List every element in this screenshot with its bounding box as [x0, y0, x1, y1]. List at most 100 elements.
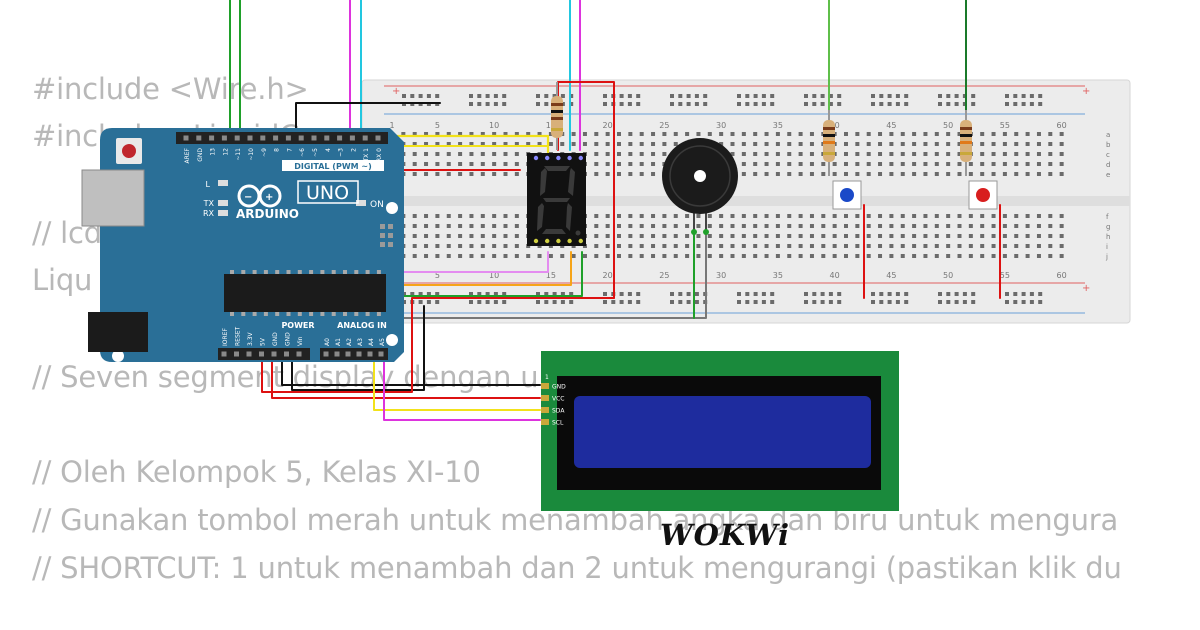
breadboard-hole[interactable]: [866, 214, 871, 218]
breadboard-hole[interactable]: [741, 254, 746, 258]
breadboard-hole[interactable]: [662, 132, 667, 136]
breadboard-hole[interactable]: [968, 254, 973, 258]
breadboard-hole[interactable]: [980, 172, 985, 176]
breadboard-hole[interactable]: [889, 162, 894, 166]
segment-pin[interactable]: [578, 155, 583, 161]
rail-hole[interactable]: [946, 102, 951, 106]
breadboard-hole[interactable]: [809, 152, 814, 156]
breadboard-hole[interactable]: [594, 152, 599, 156]
breadboard-hole[interactable]: [957, 172, 962, 176]
resistor-red-button[interactable]: [960, 110, 972, 176]
breadboard-hole[interactable]: [458, 254, 463, 258]
breadboard-hole[interactable]: [571, 254, 576, 258]
rail-hole[interactable]: [962, 292, 967, 296]
header-pin[interactable]: [247, 135, 253, 141]
breadboard-hole[interactable]: [651, 152, 656, 156]
breadboard-hole[interactable]: [594, 142, 599, 146]
breadboard-hole[interactable]: [821, 254, 826, 258]
breadboard-hole[interactable]: [424, 152, 429, 156]
breadboard-hole[interactable]: [594, 132, 599, 136]
breadboard-hole[interactable]: [412, 152, 417, 156]
breadboard-hole[interactable]: [480, 244, 485, 248]
breadboard-hole[interactable]: [798, 244, 803, 248]
breadboard-hole[interactable]: [753, 142, 758, 146]
rail-hole[interactable]: [493, 102, 498, 106]
breadboard-hole[interactable]: [866, 142, 871, 146]
breadboard-hole[interactable]: [775, 234, 780, 238]
breadboard-hole[interactable]: [787, 172, 792, 176]
breadboard-hole[interactable]: [934, 172, 939, 176]
seven-segment-display[interactable]: [527, 153, 586, 246]
breadboard-hole[interactable]: [855, 254, 860, 258]
rail-hole[interactable]: [962, 102, 967, 106]
breadboard-hole[interactable]: [673, 142, 678, 146]
breadboard-hole[interactable]: [651, 142, 656, 146]
breadboard-hole[interactable]: [605, 254, 610, 258]
rail-hole[interactable]: [753, 300, 758, 304]
lcd-pin[interactable]: [541, 395, 549, 401]
breadboard-hole[interactable]: [821, 162, 826, 166]
header-pin[interactable]: [285, 135, 291, 141]
breadboard-hole[interactable]: [1025, 142, 1030, 146]
breadboard-hole[interactable]: [764, 162, 769, 166]
rail-hole[interactable]: [611, 300, 616, 304]
breadboard-hole[interactable]: [844, 142, 848, 146]
breadboard-hole[interactable]: [469, 162, 474, 166]
rail-hole[interactable]: [828, 94, 833, 98]
breadboard-hole[interactable]: [934, 234, 939, 238]
header-pin[interactable]: [209, 135, 215, 141]
breadboard-hole[interactable]: [617, 132, 621, 136]
breadboard-hole[interactable]: [855, 142, 860, 146]
breadboard-hole[interactable]: [1036, 214, 1041, 218]
breadboard-hole[interactable]: [503, 214, 508, 218]
breadboard-hole[interactable]: [537, 254, 542, 258]
rail-hole[interactable]: [636, 300, 641, 304]
rail-hole[interactable]: [569, 292, 574, 296]
breadboard-hole[interactable]: [1014, 234, 1019, 238]
rail-hole[interactable]: [544, 292, 549, 296]
rail-hole[interactable]: [552, 94, 557, 98]
breadboard-hole[interactable]: [662, 224, 667, 228]
rail-hole[interactable]: [469, 102, 473, 106]
breadboard-hole[interactable]: [719, 254, 724, 258]
rail-hole[interactable]: [954, 94, 959, 98]
breadboard-hole[interactable]: [628, 244, 633, 248]
breadboard-hole[interactable]: [730, 224, 735, 228]
breadboard-hole[interactable]: [764, 152, 769, 156]
breadboard-hole[interactable]: [685, 132, 690, 136]
breadboard-hole[interactable]: [1059, 224, 1064, 228]
breadboard-hole[interactable]: [628, 152, 633, 156]
breadboard-hole[interactable]: [446, 132, 451, 136]
breadboard-hole[interactable]: [605, 152, 610, 156]
breadboard-hole[interactable]: [662, 244, 667, 248]
breadboard-hole[interactable]: [844, 172, 848, 176]
rail-hole[interactable]: [946, 300, 951, 304]
breadboard-hole[interactable]: [492, 254, 497, 258]
breadboard-hole[interactable]: [946, 234, 951, 238]
breadboard-hole[interactable]: [639, 142, 644, 146]
breadboard-hole[interactable]: [446, 172, 451, 176]
breadboard-hole[interactable]: [946, 254, 951, 258]
breadboard-hole[interactable]: [900, 172, 905, 176]
rail-hole[interactable]: [485, 292, 490, 296]
rail-hole[interactable]: [1013, 94, 1018, 98]
breadboard-hole[interactable]: [878, 254, 883, 258]
rail-hole[interactable]: [619, 300, 624, 304]
rail-hole[interactable]: [946, 94, 951, 98]
breadboard-hole[interactable]: [753, 254, 758, 258]
breadboard-hole[interactable]: [605, 224, 610, 228]
breadboard-hole[interactable]: [628, 172, 633, 176]
breadboard-hole[interactable]: [923, 214, 928, 218]
rail-hole[interactable]: [1005, 102, 1009, 106]
breadboard-hole[interactable]: [844, 244, 848, 248]
breadboard-hole[interactable]: [435, 214, 440, 218]
breadboard-hole[interactable]: [787, 234, 792, 238]
breadboard-hole[interactable]: [946, 162, 951, 166]
rail-hole[interactable]: [627, 300, 632, 304]
breadboard-hole[interactable]: [753, 132, 758, 136]
header-pin[interactable]: [362, 135, 368, 141]
rail-hole[interactable]: [812, 94, 817, 98]
header-pin[interactable]: [298, 135, 304, 141]
breadboard-hole[interactable]: [707, 224, 712, 228]
breadboard-hole[interactable]: [1059, 244, 1064, 248]
